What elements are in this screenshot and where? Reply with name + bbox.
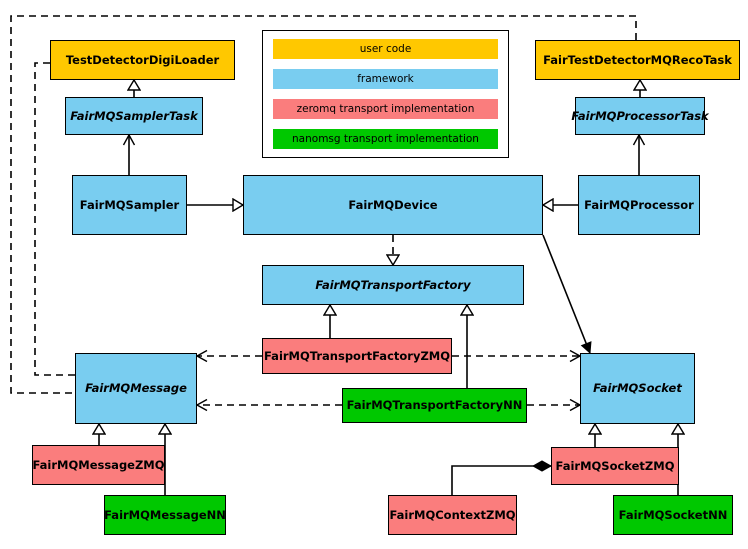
legend-label-user-code: user code [359, 43, 412, 55]
class-box-fairmq-sampler-task[interactable]: FairMQSamplerTask [65, 97, 203, 135]
legend-label-zeromq: zeromq transport implementation [296, 103, 475, 115]
class-label-fairmq-processor: FairMQProcessor [584, 197, 694, 212]
class-box-fairmq-sampler[interactable]: FairMQSampler [72, 175, 187, 235]
class-label-fairmq-message-zmq: FairMQMessageZMQ [32, 457, 165, 472]
class-box-fair-test-detector-mq-reco-task[interactable]: FairTestDetectorMQRecoTask [535, 40, 740, 80]
class-box-fairmq-context-zmq[interactable]: FairMQContextZMQ [388, 495, 517, 535]
comp-contextzmq-socketzmq [451, 466, 551, 495]
class-box-fairmq-processor-task[interactable]: FairMQProcessorTask [571, 97, 709, 135]
class-label-fairmq-processor-task: FairMQProcessorTask [571, 108, 709, 123]
class-box-fairmq-socket-zmq[interactable]: FairMQSocketZMQ [551, 447, 679, 485]
class-label-fairmq-transport-factory-nn: FairMQTransportFactoryNN [346, 398, 523, 413]
legend-item-zeromq: zeromq transport implementation [273, 99, 498, 119]
dep-recotask-to-message [10, 15, 637, 400]
class-label-fairmq-context-zmq: FairMQContextZMQ [389, 507, 516, 522]
class-box-fairmq-device[interactable]: FairMQDevice [243, 175, 543, 235]
class-label-fair-test-detector-mq-reco-task: FairTestDetectorMQRecoTask [543, 52, 732, 67]
class-box-fairmq-message-zmq[interactable]: FairMQMessageZMQ [32, 445, 165, 485]
class-label-fairmq-message-nn: FairMQMessageNN [104, 507, 226, 522]
class-label-fairmq-transport-factory: FairMQTransportFactory [315, 277, 471, 292]
class-box-fairmq-processor[interactable]: FairMQProcessor [578, 175, 700, 235]
class-box-fairmq-message[interactable]: FairMQMessage [75, 353, 197, 424]
class-box-fairmq-transport-factory[interactable]: FairMQTransportFactory [262, 265, 524, 305]
legend-label-nanomsg: nanomsg transport implementation [292, 133, 479, 145]
legend-item-framework: framework [273, 69, 498, 89]
class-box-fairmq-transport-factory-zmq[interactable]: FairMQTransportFactoryZMQ [262, 338, 452, 374]
assoc-device-socket [542, 234, 592, 355]
legend-item-user-code: user code [273, 39, 498, 59]
class-box-fairmq-message-nn[interactable]: FairMQMessageNN [104, 495, 226, 535]
class-box-test-detector-digi-loader[interactable]: TestDetectorDigiLoader [50, 40, 235, 80]
class-label-fairmq-sampler: FairMQSampler [79, 197, 180, 212]
class-label-fairmq-socket-zmq: FairMQSocketZMQ [555, 458, 675, 473]
class-label-fairmq-transport-factory-zmq: FairMQTransportFactoryZMQ [264, 348, 451, 363]
class-box-fairmq-socket-nn[interactable]: FairMQSocketNN [613, 495, 733, 535]
legend-item-nanomsg: nanomsg transport implementation [273, 129, 498, 149]
legend-label-framework: framework [357, 73, 414, 85]
class-label-fairmq-socket: FairMQSocket [593, 381, 682, 396]
class-box-fairmq-socket[interactable]: FairMQSocket [580, 353, 695, 424]
class-label-fairmq-device: FairMQDevice [348, 197, 438, 212]
class-box-fairmq-transport-factory-nn[interactable]: FairMQTransportFactoryNN [342, 388, 527, 423]
class-label-test-detector-digi-loader: TestDetectorDigiLoader [65, 52, 220, 67]
class-label-fairmq-socket-nn: FairMQSocketNN [618, 507, 728, 522]
class-label-fairmq-sampler-task: FairMQSamplerTask [70, 108, 198, 123]
legend-box: user code framework zeromq transport imp… [262, 30, 509, 158]
class-label-fairmq-message: FairMQMessage [85, 381, 187, 396]
